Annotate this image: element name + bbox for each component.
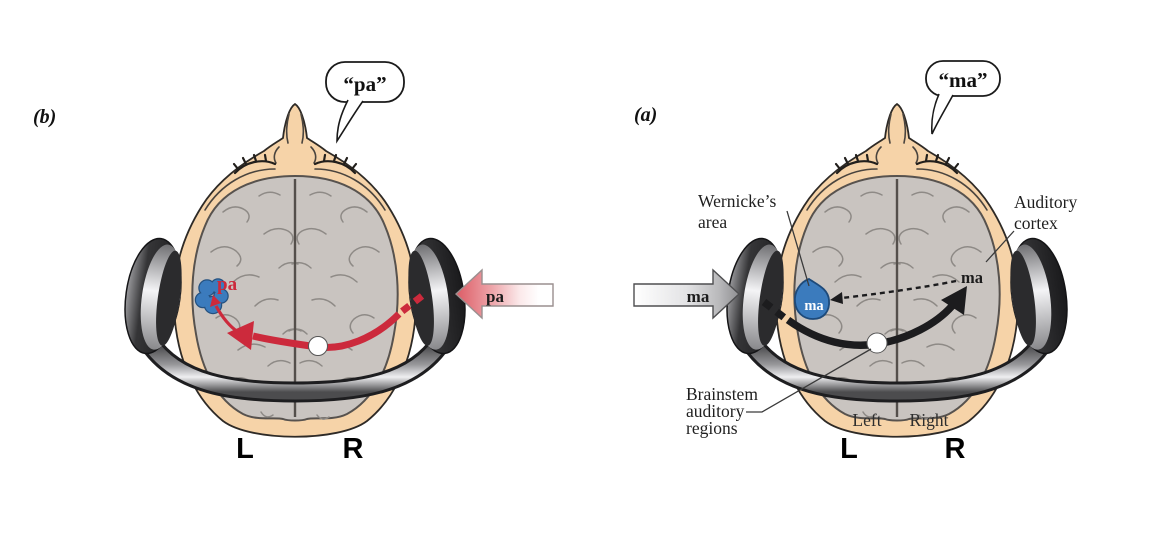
left-hemisphere-word: Left (852, 410, 881, 430)
hemisphere-R-label: R (343, 433, 364, 465)
brainstem-label-line2: auditory (686, 401, 745, 421)
pathway-arrowhead (227, 321, 254, 350)
wernickes-leader-line (786, 210, 810, 287)
wernickes-area-label: Wernicke’s (698, 191, 776, 211)
panel-b: (b) pa (33, 61, 554, 465)
brainstem-leader-line (746, 348, 872, 413)
speech-bubble-text: “pa” (343, 72, 386, 96)
right-hemisphere-word: Right (910, 410, 949, 430)
panel-a-tag: (a) (634, 104, 657, 126)
cortex-response-label: pa (217, 274, 238, 295)
auditory-leader-line (985, 230, 1015, 263)
stimulus-label: pa (486, 287, 504, 306)
brainstem-label-line3: regions (686, 418, 738, 438)
wernickes-area-blob (794, 278, 830, 320)
brainstem-node (308, 336, 328, 356)
wernickes-area-label-line2: area (698, 212, 727, 232)
head-illustration (720, 104, 1074, 437)
callosal-transfer-arrow (841, 279, 957, 300)
auditory-cortex-point-label: ma (961, 268, 983, 287)
brainstem-node (866, 332, 888, 354)
stimulus-arrow-pa: pa (454, 268, 554, 320)
head-illustration (118, 104, 472, 437)
cortex-entry-arrowhead (210, 295, 221, 307)
speech-bubble: “ma” (925, 60, 1001, 135)
auditory-cortex-label-line2: cortex (1014, 213, 1058, 233)
panel-b-tag: (b) (33, 106, 56, 128)
stimulus-label: ma (687, 287, 710, 306)
speech-bubble: “pa” (325, 61, 405, 144)
pathway-arrowhead (941, 286, 967, 315)
panel-a: (a) ma “ma” Wernicke’s area Aud (633, 60, 1077, 465)
brainstem-label: Brainstem (686, 384, 758, 404)
speech-bubble-text: “ma” (939, 68, 988, 92)
wernickes-blob-label: ma (804, 298, 824, 314)
callosal-arrowhead (830, 292, 843, 304)
activated-cortex-blob (194, 278, 229, 315)
auditory-cortex-label: Auditory (1014, 192, 1077, 212)
stimulus-arrow-ma: ma (633, 268, 741, 320)
hemisphere-R-label: R (945, 433, 966, 465)
hemisphere-L-label: L (236, 433, 254, 465)
cortex-entry-arrow (214, 305, 239, 334)
hemisphere-L-label: L (840, 433, 858, 465)
